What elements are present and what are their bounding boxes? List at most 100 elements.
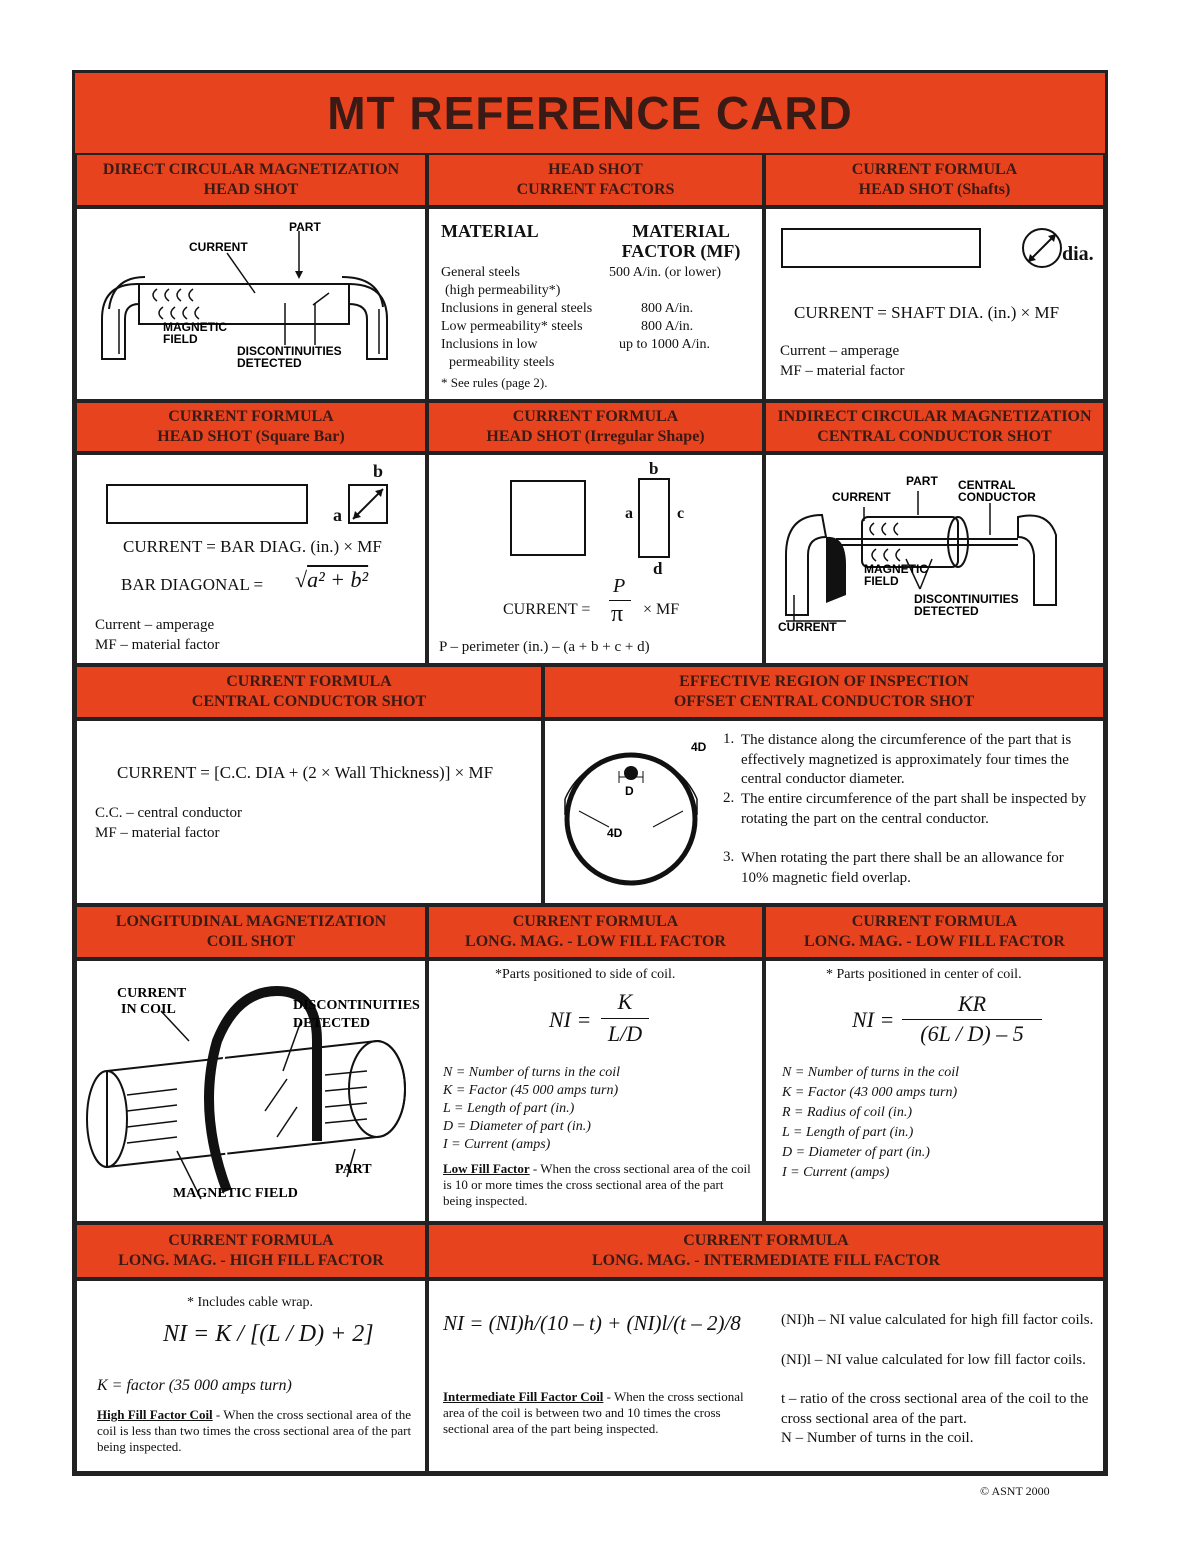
label-4d: 4D bbox=[607, 826, 623, 840]
coil-shot-panel: CURRENT IN COIL DISCONTINUITIES DETECTED… bbox=[75, 959, 427, 1223]
factor-row: up to 1000 A/in. bbox=[619, 337, 711, 352]
header-line: OFFSET CENTRAL CONDUCTOR SHOT bbox=[673, 693, 975, 710]
low-fill-side-panel: *Parts positioned to side of coil. NI = … bbox=[427, 959, 764, 1223]
header-line: CURRENT FORMULA bbox=[683, 1232, 849, 1249]
header-line: CURRENT FACTORS bbox=[516, 181, 675, 198]
reference-card: MT REFERENCE CARD DIRECT CIRCULAR MAGNET… bbox=[72, 70, 1108, 1476]
definition: R = Radius of coil (in.) bbox=[782, 1105, 912, 1120]
indirect-circular-panel: PART CENTRAL CONDUCTOR CURRENT MAGNETIC … bbox=[764, 453, 1105, 665]
header-line: LONG. MAG. - LOW FILL FACTOR bbox=[804, 933, 1065, 950]
header-line: HEAD SHOT (Square Bar) bbox=[157, 428, 345, 445]
definition: I = Current (amps) bbox=[443, 1137, 551, 1152]
section-header-indirect: INDIRECT CIRCULAR MAGNETIZATION CENTRAL … bbox=[764, 401, 1105, 453]
fraction-numerator: K bbox=[617, 989, 633, 1014]
header-line: LONG. MAG. - INTERMEDIATE FILL FACTOR bbox=[591, 1252, 941, 1269]
definition: N = Number of turns in the coil bbox=[782, 1065, 960, 1080]
definition: K = Factor (43 000 amps turn) bbox=[782, 1085, 958, 1100]
definition: t – ratio of the cross sectional area of… bbox=[781, 1391, 1089, 1427]
fraction-denominator: (6L / D) – 5 bbox=[920, 1021, 1024, 1046]
header-line: CURRENT FORMULA bbox=[226, 673, 392, 690]
legend-current: Current – amperage bbox=[780, 343, 900, 359]
section-header-square-bar: CURRENT FORMULA HEAD SHOT (Square Bar) bbox=[75, 401, 427, 453]
header-line: HEAD SHOT (Irregular Shape) bbox=[486, 428, 705, 445]
section-header-shafts: CURRENT FORMULA HEAD SHOT (Shafts) bbox=[764, 153, 1105, 207]
bar-formula: CURRENT = BAR DIAG. (in.) × MF bbox=[123, 537, 382, 556]
card-title-bar: MT REFERENCE CARD bbox=[75, 73, 1105, 156]
definition: N = Number of turns in the coil bbox=[443, 1065, 621, 1080]
header-line: CURRENT FORMULA bbox=[851, 913, 1018, 930]
fraction-bar bbox=[902, 1019, 1042, 1020]
label-detected: DETECTED bbox=[914, 604, 979, 618]
fraction-bar bbox=[609, 600, 631, 601]
header-line: HEAD SHOT bbox=[548, 161, 643, 178]
k-definition: K = factor (35 000 amps turn) bbox=[97, 1377, 292, 1394]
label-magnetic: MAGNETIC bbox=[163, 320, 227, 334]
header-line: INDIRECT CIRCULAR MAGNETIZATION bbox=[777, 408, 1092, 425]
shaft-formula: CURRENT = SHAFT DIA. (in.) × MF bbox=[794, 303, 1060, 322]
section-header-current-factors: HEAD SHOT CURRENT FACTORS bbox=[427, 153, 764, 207]
perimeter-symbol: P bbox=[613, 575, 626, 597]
head-shot-diagram: PART CURRENT MAGNETIC FIELD DISCONTINUIT… bbox=[101, 220, 388, 370]
high-fill-formula: NI = K / [(L / D) + 2] bbox=[163, 1321, 374, 1347]
perimeter-definition: P – perimeter (in.) – (a + b + c + d) bbox=[439, 639, 650, 655]
header-line: CURRENT FORMULA bbox=[168, 1232, 334, 1249]
header-line: LONGITUDINAL MAGNETIZATION bbox=[115, 913, 387, 930]
material-row: Low permeability* steels bbox=[441, 319, 583, 334]
definition: L = Length of part (in.) bbox=[782, 1125, 914, 1140]
material-row: General steels bbox=[441, 265, 520, 280]
legend-mf: MF – material factor bbox=[95, 825, 220, 841]
header-line: CENTRAL CONDUCTOR SHOT bbox=[817, 428, 1052, 445]
label-magnetic: MAGNETIC bbox=[864, 562, 928, 576]
offset-conductor-diagram: 4D D 4D bbox=[564, 740, 707, 886]
irregular-shape-diagram bbox=[510, 478, 670, 558]
ni-lhs: NI = bbox=[852, 1007, 895, 1032]
factor-row: 800 A/in. bbox=[641, 301, 694, 316]
shafts-panel: dia. CURRENT = SHAFT DIA. (in.) × MF Cur… bbox=[764, 207, 1105, 401]
high-fill-factor-note: High Fill Factor Coil - When the cross s… bbox=[97, 1407, 415, 1455]
high-fill-factor-term: High Fill Factor Coil bbox=[97, 1407, 213, 1422]
label-field: FIELD bbox=[864, 574, 899, 588]
copyright-notice: © ASNT 2000 bbox=[980, 1484, 1050, 1498]
intermediate-fill-factor-text: - When the cross sectional area of the c… bbox=[443, 1389, 744, 1436]
high-fill-panel: * Includes cable wrap. NI = K / [(L / D)… bbox=[75, 1279, 427, 1473]
times-mf: × MF bbox=[643, 601, 680, 618]
label-current: CURRENT bbox=[832, 490, 891, 504]
list-number: 2. bbox=[723, 790, 735, 806]
header-line: CURRENT FORMULA bbox=[512, 408, 679, 425]
low-fill-factor-term: Low Fill Factor bbox=[443, 1161, 530, 1176]
definition: K = Factor (45 000 amps turn) bbox=[443, 1083, 619, 1098]
legend-cc: C.C. – central conductor bbox=[95, 805, 243, 821]
list-number: 1. bbox=[723, 731, 735, 747]
header-line: LONG. MAG. - HIGH FILL FACTOR bbox=[118, 1252, 384, 1269]
shaft-diagram bbox=[781, 228, 1062, 268]
header-line: CENTRAL CONDUCTOR SHOT bbox=[191, 693, 427, 710]
label-conductor: CONDUCTOR bbox=[958, 490, 1036, 504]
list-item: The distance along the circumference of … bbox=[741, 732, 1072, 787]
factor-column-header-2: FACTOR (MF) bbox=[621, 241, 741, 261]
sqrt-formula: √a² + b² bbox=[295, 567, 369, 592]
current-factors-panel: MATERIAL MATERIAL FACTOR (MF) General st… bbox=[427, 207, 764, 401]
label-4d-top: 4D bbox=[691, 740, 707, 754]
high-fill-factor-text: - When the cross sectional area of the c… bbox=[97, 1407, 412, 1454]
definition: D = Diameter of part (in.) bbox=[782, 1145, 930, 1160]
low-fill-factor-note: Low Fill Factor - When the cross section… bbox=[443, 1161, 753, 1209]
label-d: d bbox=[653, 559, 663, 578]
intermediate-fill-panel: NI = (NI)h/(10 – t) + (NI)l/(t – 2)/8 In… bbox=[427, 1279, 1105, 1473]
section-header-longitudinal: LONGITUDINAL MAGNETIZATION COIL SHOT bbox=[75, 905, 427, 959]
positioning-note: *Parts positioned to side of coil. bbox=[495, 967, 676, 982]
label-b: b bbox=[373, 461, 384, 481]
irregular-current-label: CURRENT = bbox=[503, 601, 591, 618]
label-current: CURRENT bbox=[117, 986, 187, 1001]
material-column-header: MATERIAL bbox=[441, 221, 539, 241]
direct-circular-diagram-panel: PART CURRENT MAGNETIC FIELD DISCONTINUIT… bbox=[75, 207, 427, 401]
label-discontinuities: DISCONTINUITIES bbox=[237, 344, 342, 358]
square-bar-panel: b a CURRENT = BAR DIAG. (in.) × MF BAR D… bbox=[75, 453, 427, 665]
effective-region-panel: 4D D 4D 1. The distance along the circum… bbox=[543, 719, 1105, 905]
pi-symbol: π bbox=[611, 601, 624, 627]
cable-wrap-note: * Includes cable wrap. bbox=[187, 1295, 313, 1310]
legend-mf: MF – material factor bbox=[95, 637, 220, 653]
label-part: PART bbox=[335, 1162, 372, 1177]
section-header-intermediate-fill: CURRENT FORMULA LONG. MAG. - INTERMEDIAT… bbox=[427, 1223, 1105, 1279]
header-line: CURRENT FORMULA bbox=[512, 913, 679, 930]
header-line: DIRECT CIRCULAR MAGNETIZATION bbox=[102, 161, 400, 178]
